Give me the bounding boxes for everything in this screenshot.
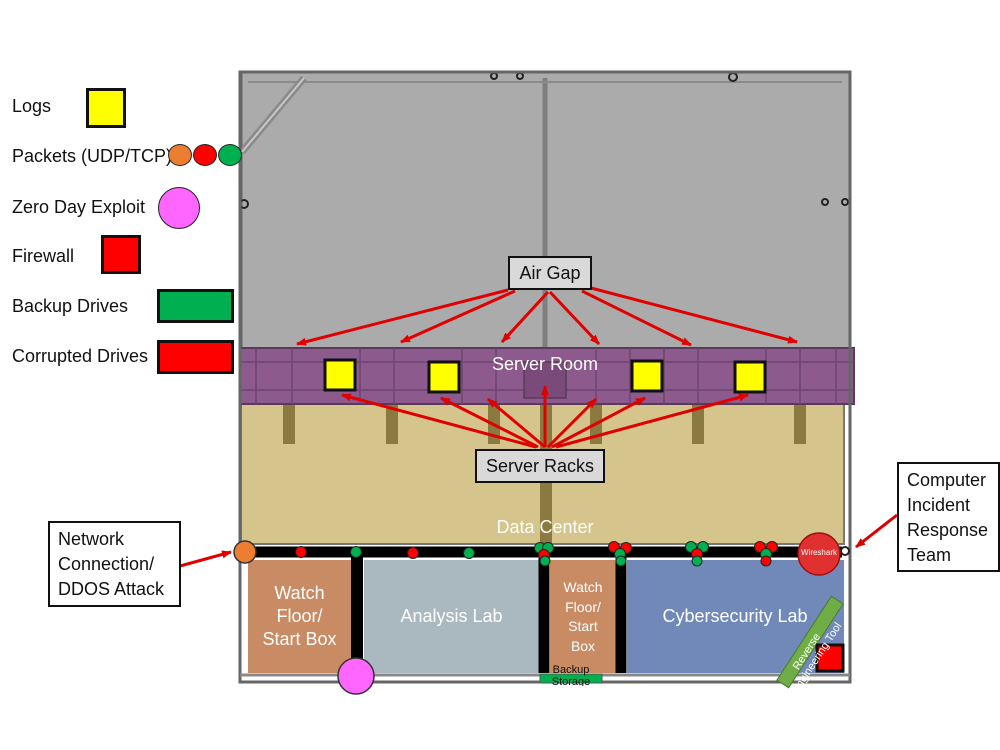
network-connection-callout: Network Connection/ DDOS Attack xyxy=(48,521,181,607)
watch-floor-small-room xyxy=(550,560,616,673)
legend-firewall-label: Firewall xyxy=(12,246,75,266)
analysis-lab-label: Analysis Lab xyxy=(400,606,503,626)
log-icon xyxy=(323,358,357,392)
analysis-lab-room xyxy=(364,560,539,673)
legend-logs-swatch xyxy=(86,88,126,128)
legend-backup-label: Backup Drives xyxy=(12,296,129,316)
legend-packet-green xyxy=(218,144,242,166)
legend-packet-red xyxy=(193,144,217,166)
watch-floor-large-room xyxy=(248,560,351,673)
network-entry-packet xyxy=(233,540,257,564)
log-icon xyxy=(427,360,461,394)
watch-floor-large-label: Watch Floor/ Start Box xyxy=(262,583,337,649)
legend-logs-label: Logs xyxy=(12,96,52,116)
data-center-label: Data Center xyxy=(496,517,594,537)
server-room-label: Server Room xyxy=(491,354,599,374)
packets-on-cable xyxy=(295,541,778,567)
wireshark-label: Wireshark xyxy=(800,548,837,557)
server-racks-label: Server Racks xyxy=(475,449,605,483)
air-gap-label: Air Gap xyxy=(508,256,592,290)
packet-green xyxy=(463,547,475,559)
wireshark-node xyxy=(797,532,841,576)
server-racks-arrows xyxy=(341,385,749,449)
log-icon xyxy=(630,359,664,393)
backup-storage-drive xyxy=(539,673,603,684)
legend-corrupted-label: Corrupted Drives xyxy=(12,346,149,366)
legend-backup-swatch xyxy=(157,289,234,323)
legend-packet-orange xyxy=(168,144,192,166)
air-gap-arrows xyxy=(296,286,798,347)
ddos-arrow xyxy=(179,550,232,568)
cirt-arrow xyxy=(855,513,898,549)
cybersecurity-lab-label: Cybersecurity Lab xyxy=(662,606,808,626)
zero-day-exploit-node xyxy=(337,657,375,695)
packet-red xyxy=(407,547,419,559)
legend-packets-label: Packets (UDP/TCP) xyxy=(12,146,173,166)
legend-corrupted-swatch xyxy=(157,340,234,374)
legend-firewall-swatch xyxy=(101,235,141,274)
packet-red xyxy=(295,546,307,558)
legend-zero-day-swatch xyxy=(158,187,200,229)
legend-zero-day-label: Zero Day Exploit xyxy=(12,197,146,217)
cirt-callout: Computer Incident Response Team xyxy=(897,462,1000,572)
firewall-icon xyxy=(815,643,845,673)
server-room-logs xyxy=(323,358,767,394)
packet-green xyxy=(350,546,362,558)
log-icon xyxy=(733,360,767,394)
backup-storage-label: Backup Storage xyxy=(551,664,591,686)
watch-floor-small-label: Watch Floor/ Start Box xyxy=(563,579,603,654)
